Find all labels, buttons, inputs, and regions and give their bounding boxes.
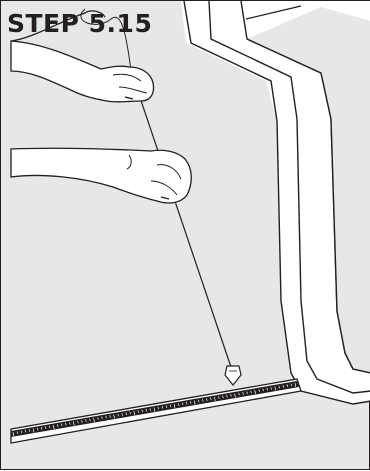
plumb-bob [225,366,241,385]
wall-structure [181,1,370,404]
step-title: STEP 5.15 [7,11,152,36]
ruler [11,379,301,443]
lower-hand [11,148,191,203]
